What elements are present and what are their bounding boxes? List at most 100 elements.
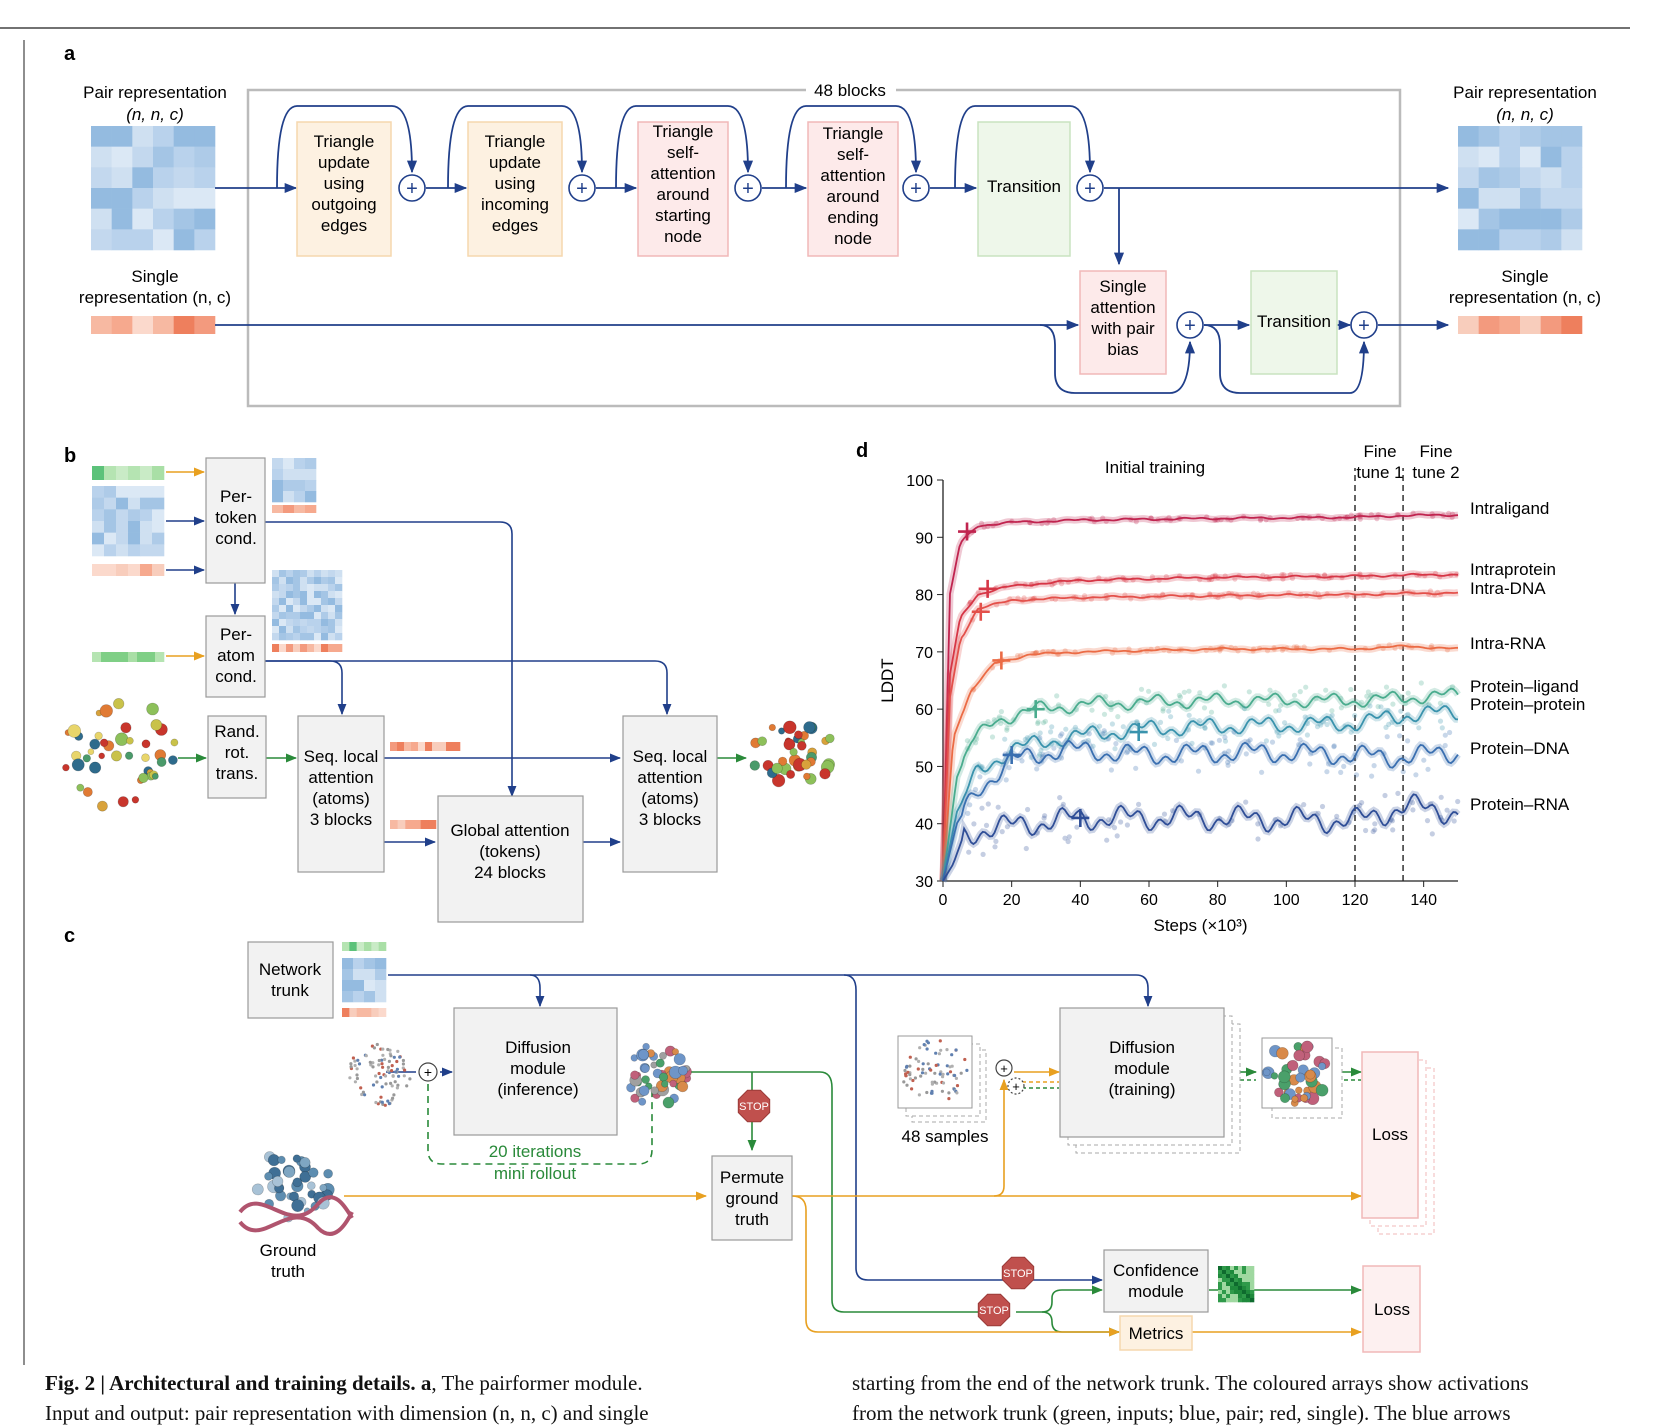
atom — [638, 1097, 647, 1106]
block-loss-diffusion — [1361, 1051, 1419, 1219]
atom — [403, 1068, 407, 1072]
atom — [659, 1051, 667, 1060]
atom — [377, 1058, 381, 1063]
pair-cell — [307, 591, 315, 599]
series-point — [1289, 575, 1296, 581]
atom — [947, 1091, 951, 1095]
label-line: Triangle — [653, 122, 714, 141]
atom — [950, 1064, 954, 1068]
series-point — [1216, 737, 1222, 743]
single-cell — [420, 820, 429, 829]
heat-cell — [1234, 1290, 1239, 1295]
atom — [904, 1074, 908, 1078]
heat-cell — [1226, 1290, 1231, 1295]
label-line: around — [827, 187, 880, 206]
series-point — [979, 805, 985, 811]
x-tick-label: 20 — [1003, 892, 1021, 909]
pair-cell — [283, 458, 295, 470]
pair-cell — [342, 969, 354, 981]
atom — [402, 1074, 406, 1078]
pair-cell — [293, 591, 301, 599]
series-point — [1085, 737, 1091, 744]
series-point — [1413, 772, 1419, 778]
atom — [678, 1065, 688, 1076]
series-point — [1421, 757, 1427, 763]
atom — [391, 1074, 395, 1078]
input-cell — [378, 942, 387, 951]
series-point — [1318, 722, 1324, 728]
input-cell — [349, 942, 357, 951]
series-point — [1021, 595, 1027, 601]
pair-cell — [300, 605, 308, 613]
series-point — [1348, 729, 1354, 735]
pair-cell — [294, 480, 306, 492]
series-point — [1106, 817, 1112, 823]
input-cell — [92, 652, 102, 662]
pair-cell — [1478, 167, 1500, 189]
heat-cell — [1242, 1270, 1247, 1275]
add-circle-6 — [1176, 311, 1204, 339]
series-point — [1114, 833, 1120, 839]
block-loss-confidence — [1362, 1265, 1421, 1353]
atom — [650, 1086, 659, 1095]
single-in-label-2: representation (n, c) — [79, 288, 231, 307]
pair-cell — [335, 584, 343, 592]
atom — [941, 1075, 945, 1079]
series-point — [1138, 686, 1145, 692]
series-marker — [1071, 808, 1090, 827]
trunk-single-array — [342, 1008, 387, 1017]
input-cell — [128, 652, 138, 662]
pair-cell — [92, 521, 105, 533]
atom — [655, 1058, 665, 1068]
predicted-structure-training — [1261, 1040, 1331, 1107]
label-line: self- — [837, 145, 869, 164]
atom — [939, 1048, 943, 1052]
heat-cell — [1246, 1286, 1251, 1291]
pair-cell — [321, 584, 329, 592]
single-array-b — [92, 564, 165, 576]
block-diffusion-training — [1059, 1007, 1225, 1138]
pair-cell — [152, 486, 165, 498]
series-point — [1442, 732, 1448, 738]
plus-3: + — [742, 178, 754, 200]
atom — [67, 724, 82, 738]
series-point — [1226, 748, 1232, 754]
heat-cell — [1222, 1274, 1227, 1279]
series-marker — [1026, 700, 1045, 719]
atom — [940, 1089, 945, 1093]
series-point — [1437, 718, 1444, 724]
block-permute-ground-truth — [711, 1155, 793, 1241]
pair-cell — [132, 126, 154, 147]
series-point — [966, 849, 972, 855]
pair-cell — [293, 577, 301, 585]
label-line: using — [495, 174, 536, 193]
series-point — [1212, 572, 1218, 578]
pair-cell — [173, 208, 195, 230]
label-line: Seq. local — [633, 747, 708, 766]
atom — [930, 1091, 934, 1095]
heat-cell — [1230, 1286, 1235, 1291]
series-point — [1006, 765, 1012, 771]
pair-cell — [293, 633, 301, 641]
panel-label-d: d — [856, 440, 868, 462]
series-point — [1035, 719, 1041, 725]
atom — [99, 738, 109, 747]
x-tick-label: 100 — [1273, 892, 1300, 909]
pair-cell — [1540, 188, 1562, 209]
atom — [151, 772, 159, 780]
plus-4: + — [910, 178, 922, 200]
heat-cell — [1242, 1266, 1247, 1271]
atom — [946, 1072, 950, 1076]
pair-cell — [314, 584, 322, 592]
atom — [390, 1069, 394, 1073]
atom — [98, 752, 105, 760]
series-point — [983, 822, 990, 829]
pair-cell — [305, 458, 317, 470]
atom — [380, 1062, 384, 1066]
pair-cell — [132, 208, 154, 230]
series-point — [1195, 768, 1202, 774]
pair-cell — [305, 469, 317, 481]
stop-label: STOP — [739, 1101, 769, 1113]
pair-cell — [353, 958, 365, 970]
